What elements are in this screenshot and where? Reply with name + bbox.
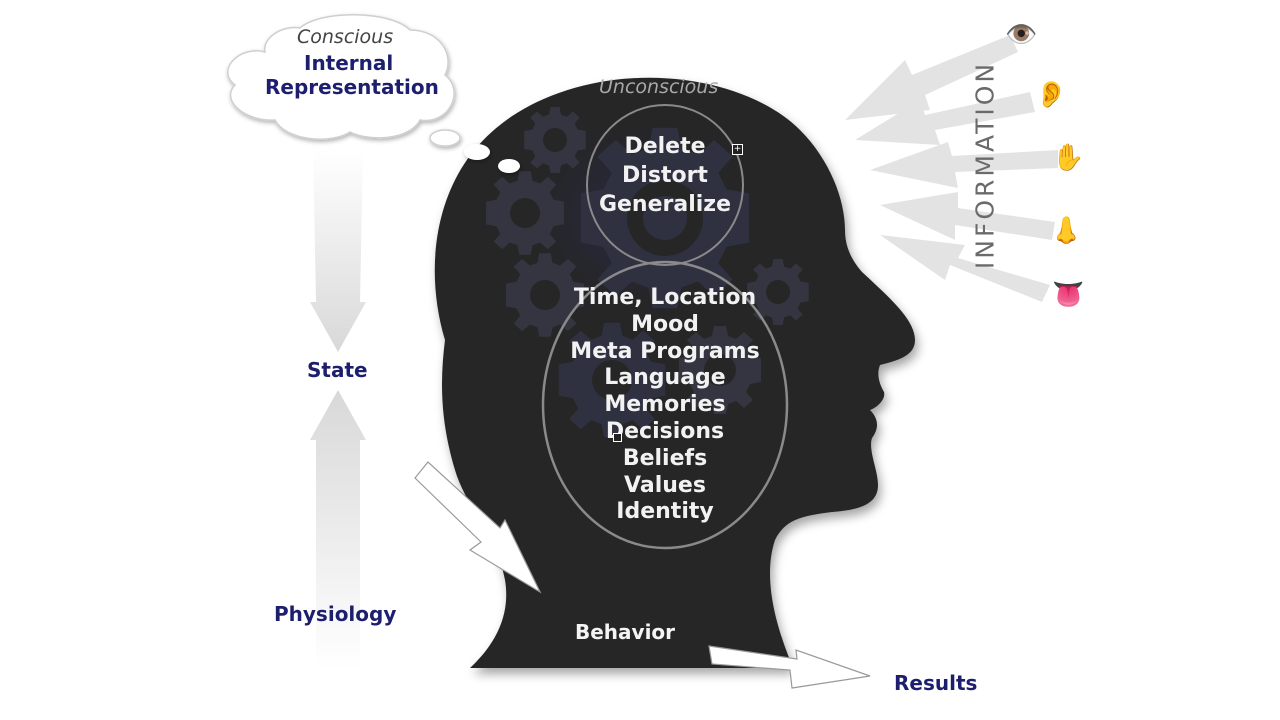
touch-arrow: [870, 142, 1058, 188]
eye-icon: 👁️: [1005, 20, 1038, 50]
filter-item: Meta Programs: [570, 338, 760, 364]
resize-marker-icon[interactable]: [613, 433, 622, 442]
filter-oval-bottom: [541, 260, 789, 550]
tongue-icon: 👅: [1052, 280, 1085, 310]
filter-item: Identity: [616, 499, 714, 525]
expand-marker-icon[interactable]: +: [732, 144, 743, 155]
state-label: State: [307, 358, 368, 382]
behavior-to-results-arrow: [708, 645, 871, 689]
filter-item: Language: [604, 365, 726, 391]
conscious-label: Conscious: [297, 26, 394, 48]
smell-arrow: [880, 192, 1055, 240]
filter-item: Values: [624, 472, 706, 498]
filter-item: Decisions: [605, 418, 725, 444]
behavior-label: Behavior: [575, 620, 676, 644]
nose-icon: 👃: [1050, 216, 1083, 246]
thought-bubble: [227, 14, 520, 173]
results-label: Results: [894, 671, 978, 695]
filter-generalize: Generalize: [598, 192, 732, 217]
filter-distort: Distort: [622, 163, 708, 188]
filter-delete: Delete: [624, 134, 706, 159]
filter-item: Memories: [604, 392, 726, 418]
information-label: INFORMATION: [970, 60, 1000, 270]
filter-item: Mood: [631, 311, 699, 337]
unconscious-label: Unconscious: [599, 76, 719, 98]
information-arrows: [845, 35, 1058, 302]
ear-icon: 👂: [1035, 80, 1068, 110]
filter-processes: Delete Distort Generalize: [585, 132, 745, 219]
ear-arrow: [855, 92, 1035, 145]
filter-item: Beliefs: [622, 445, 708, 471]
internal-label: Internal: [304, 51, 394, 75]
hand-icon: ✋: [1052, 143, 1085, 173]
filter-item: Time, Location: [573, 285, 757, 310]
filter-oval-top: [586, 104, 744, 266]
up-arrow-to-state: [310, 390, 366, 670]
filter-list: Time, Location Mood Meta Programs Langua…: [565, 285, 765, 526]
physiology-label: Physiology: [274, 602, 397, 626]
gears: [486, 107, 809, 438]
down-arrow-to-state: [310, 150, 366, 352]
taste-arrow: [880, 235, 1050, 302]
eye-arrow: [845, 35, 1018, 120]
representation-label: Representation: [265, 75, 439, 99]
physiology-to-behavior-arrow: [414, 461, 542, 594]
